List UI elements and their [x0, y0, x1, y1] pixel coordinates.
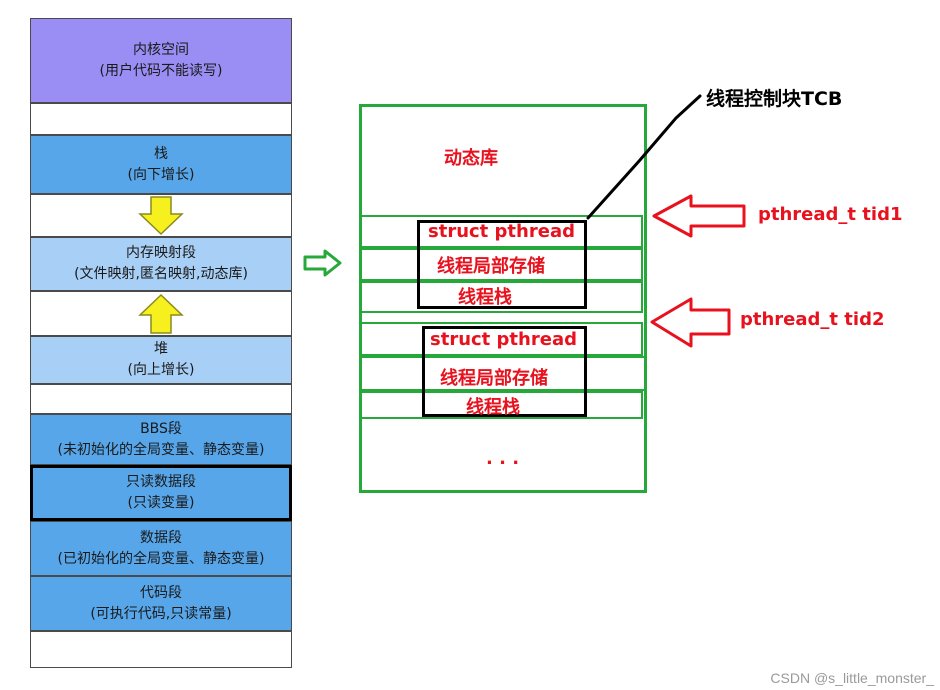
- segment-title: 内核空间: [133, 41, 189, 58]
- segment-desc: (文件映射,匿名映射,动态库): [74, 266, 248, 282]
- segment-text: 代码段 (可执行代码,只读常量): [30, 576, 292, 631]
- thread1-stack-label: 线程栈: [458, 287, 512, 308]
- segment-stack: 栈 (向下增长): [30, 135, 292, 194]
- tcb-pointer-line: [586, 94, 702, 220]
- segment-data: 数据段 (已初始化的全局变量、静态变量): [30, 521, 292, 576]
- segment-title: 代码段: [140, 584, 182, 601]
- arrow-down-icon: [138, 196, 184, 236]
- thread2-struct-label: struct pthread: [430, 329, 577, 350]
- segment-gap: [30, 103, 292, 135]
- thread2-tcb-box: [422, 326, 587, 417]
- thread1-row: [359, 248, 643, 281]
- thread2-row: [359, 322, 643, 356]
- segment-desc: (向下增长): [127, 166, 195, 183]
- segment-desc: (已初始化的全局变量、静态变量): [57, 550, 265, 567]
- thread2-stack-label: 线程栈: [466, 397, 520, 418]
- segment-bss: BBS段 (未初始化的全局变量、静态变量): [30, 414, 292, 465]
- segment-heap: 堆 (向上增长): [30, 336, 292, 384]
- segment-title: 堆: [154, 341, 168, 357]
- thread1-tcb-box: [417, 220, 587, 309]
- segment-rodata: 只读数据段 (只读变量): [30, 465, 292, 521]
- dynamic-lib-label: 动态库: [444, 148, 498, 169]
- arrow-up-icon: [138, 293, 184, 334]
- thread1-row: [359, 215, 643, 248]
- tid1-label: pthread_t tid1: [758, 204, 903, 225]
- thread1-row: [359, 281, 643, 313]
- segment-title: 栈: [154, 145, 168, 162]
- segment-mmap: 内存映射段 (文件映射,匿名映射,动态库): [30, 237, 292, 291]
- arrow-right-icon: [303, 249, 342, 277]
- segment-desc: (只读变量): [127, 495, 195, 511]
- tcb-label: 线程控制块TCB: [706, 88, 843, 110]
- watermark: CSDN @s_little_monster_: [770, 670, 934, 686]
- segment-kernel-space: 内核空间 (用户代码不能读写): [30, 18, 292, 103]
- thread1-struct-label: struct pthread: [428, 221, 575, 242]
- ellipsis-label: . . .: [486, 448, 520, 469]
- segment-title: 内存映射段: [126, 245, 196, 261]
- tid2-label: pthread_t tid2: [740, 309, 885, 330]
- arrow-left-icon: [650, 297, 731, 348]
- thread2-row: [359, 391, 643, 419]
- segment-desc: (未初始化的全局变量、静态变量): [57, 441, 265, 458]
- segment-title: 只读数据段: [126, 474, 196, 490]
- segment-desc: (向上增长): [127, 362, 195, 378]
- segment-title: BBS段: [140, 420, 182, 437]
- segment-gap: [30, 631, 292, 668]
- segment-title: 数据段: [140, 529, 182, 546]
- thread1-local-storage-label: 线程局部存储: [437, 256, 545, 277]
- segment-desc: (用户代码不能读写): [99, 62, 223, 79]
- arrow-left-icon: [652, 194, 746, 238]
- segment-desc: (可执行代码,只读常量): [90, 605, 232, 622]
- thread2-local-storage-label: 线程局部存储: [440, 368, 548, 389]
- thread2-row: [359, 356, 647, 391]
- segment-gap: [30, 384, 292, 414]
